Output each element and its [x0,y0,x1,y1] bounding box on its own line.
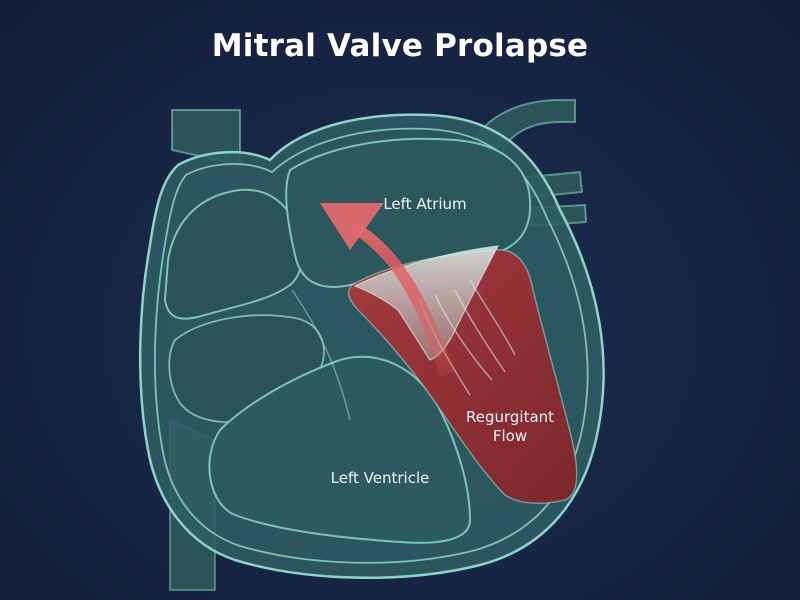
regurgitant-flow-label-line2: Flow [492,427,528,445]
regurgitant-flow-label-line1: Regurgitant [465,408,555,426]
page-title: Mitral Valve Prolapse [211,28,589,64]
left-atrium-label: Left Atrium [383,195,467,213]
heart-inner-wall [154,127,589,564]
regurgitant-flow-arrow [320,203,455,378]
interventricular-septum [291,289,351,421]
regurgitant-flow-label: Regurgitant Flow [455,408,565,446]
left-ventricle-chamber [208,355,472,544]
left-ventricle-label: Left Ventricle [330,469,430,487]
mitral-valve-leaflets [353,245,500,361]
